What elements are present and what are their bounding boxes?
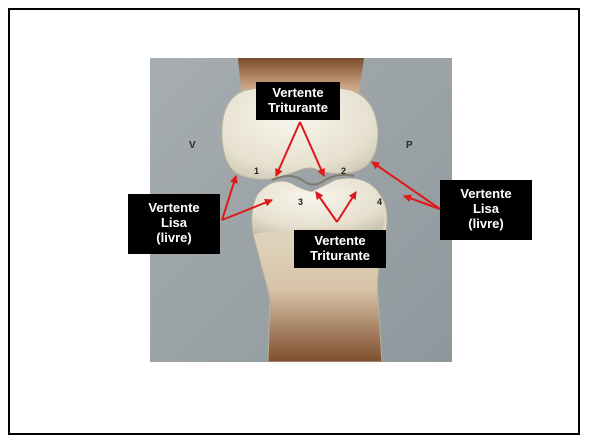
- label-line: Vertente: [260, 85, 336, 100]
- label-line: Lisa: [444, 201, 528, 216]
- label-vertente-lisa-left: Vertente Lisa (livre): [128, 194, 220, 254]
- label-line: Triturante: [260, 100, 336, 115]
- label-vertente-lisa-right: Vertente Lisa (livre): [440, 180, 532, 240]
- cusp-number-4: 4: [377, 197, 382, 207]
- cusp-number-2: 2: [341, 166, 346, 176]
- label-vertente-triturante-top: Vertente Triturante: [256, 82, 340, 120]
- label-line: Vertente: [298, 233, 382, 248]
- cusp-number-1: 1: [254, 166, 259, 176]
- label-line: (livre): [132, 230, 216, 245]
- label-line: Lisa: [132, 215, 216, 230]
- label-line: Vertente: [444, 186, 528, 201]
- palatal-marker: P: [406, 140, 413, 151]
- cusp-number-3: 3: [298, 197, 303, 207]
- label-vertente-triturante-bottom: Vertente Triturante: [294, 230, 386, 268]
- label-line: Triturante: [298, 248, 382, 263]
- label-line: (livre): [444, 216, 528, 231]
- vestibular-marker: V: [189, 140, 196, 151]
- label-line: Vertente: [132, 200, 216, 215]
